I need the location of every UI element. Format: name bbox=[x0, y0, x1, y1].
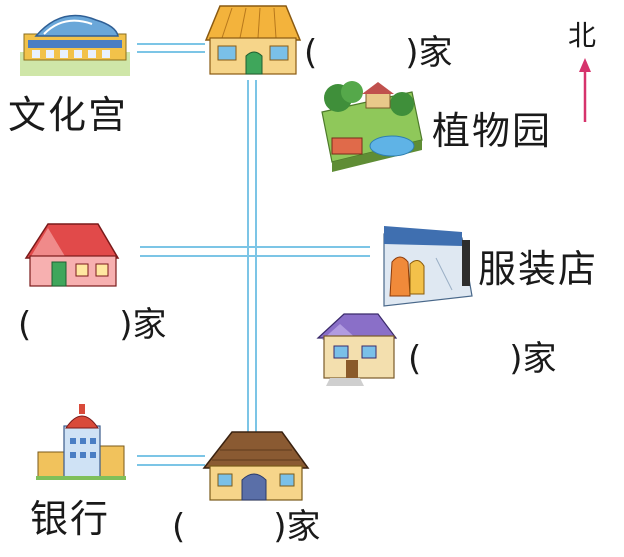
blank-close: )家 bbox=[273, 507, 321, 547]
blank-close: )家 bbox=[405, 33, 453, 73]
botanical-garden-label: 植物园 bbox=[432, 109, 553, 153]
blank-open: ( bbox=[408, 339, 422, 379]
clothing-store-label: 服装店 bbox=[478, 247, 599, 291]
blank-open: ( bbox=[18, 305, 32, 345]
house-east-icon bbox=[316, 313, 398, 386]
home-blank-south: ( )家 bbox=[172, 510, 321, 544]
home-blank-east: ( )家 bbox=[408, 342, 557, 376]
culture-palace-label: 文化宫 bbox=[8, 93, 129, 137]
north-label: 北 bbox=[568, 19, 597, 52]
home-blank-north: ( )家 bbox=[304, 36, 453, 70]
house-south-icon bbox=[202, 431, 310, 501]
road-network bbox=[137, 43, 370, 466]
blank-close: )家 bbox=[119, 305, 167, 345]
house-west-icon bbox=[24, 223, 120, 287]
house-north-icon bbox=[204, 5, 302, 75]
blank-open: ( bbox=[172, 507, 186, 547]
bank-label: 银行 bbox=[30, 497, 111, 541]
culture-palace-icon bbox=[20, 14, 130, 76]
north-arrow bbox=[579, 58, 591, 122]
blank-open: ( bbox=[304, 33, 318, 73]
home-blank-west: ( )家 bbox=[18, 308, 167, 342]
clothing-store-icon bbox=[383, 226, 473, 307]
blank-close: )家 bbox=[509, 339, 557, 379]
botanical-garden-icon bbox=[321, 81, 423, 172]
bank-icon bbox=[36, 404, 126, 480]
